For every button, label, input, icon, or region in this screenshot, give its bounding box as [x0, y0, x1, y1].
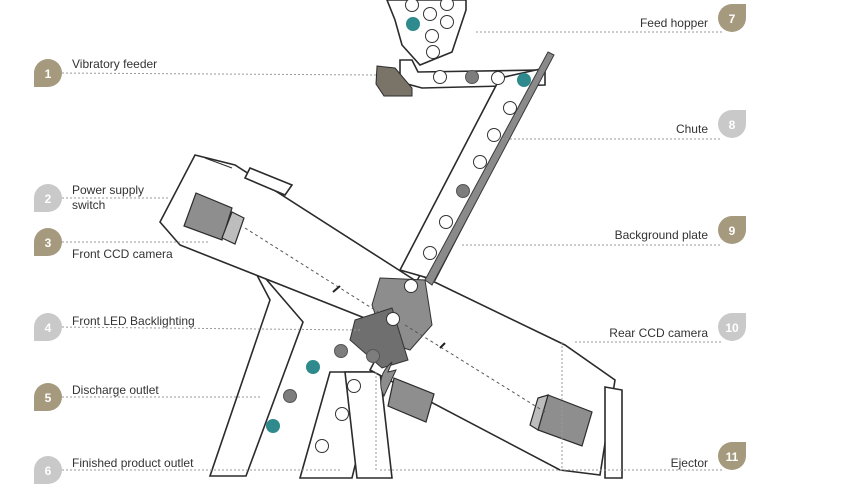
discharge-chute-left — [208, 257, 304, 477]
label-power-supply-switch: 2 Power supply switch — [34, 183, 144, 212]
label-text: Discharge outlet — [72, 383, 159, 397]
label-ejector: 11 Ejector — [671, 442, 746, 470]
background-plate — [424, 51, 555, 286]
inner-optics-block — [387, 377, 435, 423]
leader-lines — [57, 31, 722, 471]
label-text: Rear CCD camera — [609, 326, 708, 340]
front-ccd-camera — [183, 192, 233, 241]
sorter-machine — [159, 0, 623, 479]
label-feed-hopper: 7 Feed hopper — [640, 4, 746, 32]
label-text-line1: Power supply — [72, 183, 144, 197]
label-text: Ejector — [671, 456, 708, 470]
label-text-line2: switch — [72, 198, 105, 212]
label-text: Finished product outlet — [72, 456, 194, 470]
center-chute-wall — [344, 371, 393, 479]
label-vibratory-feeder: 1 Vibratory feeder — [34, 57, 157, 87]
label-text: Chute — [676, 122, 708, 136]
label-finished-product-outlet: 6 Finished product outlet — [34, 456, 194, 484]
badge-number: 2 — [45, 192, 52, 206]
badge-number: 11 — [726, 450, 739, 464]
badge-number: 1 — [45, 67, 52, 81]
label-text: Background plate — [615, 228, 709, 242]
badge-number: 10 — [725, 321, 739, 335]
badge-number: 6 — [45, 464, 52, 478]
label-front-led-backlighting: 4 Front LED Backlighting — [34, 313, 195, 341]
label-discharge-outlet: 5 Discharge outlet — [34, 383, 159, 411]
vibratory-feeder-motor — [375, 65, 413, 97]
label-text: Vibratory feeder — [72, 57, 157, 71]
badge-number: 3 — [45, 236, 52, 250]
badge-number: 7 — [729, 12, 736, 26]
label-background-plate: 9 Background plate — [615, 216, 746, 244]
label-rear-ccd-camera: 10 Rear CCD camera — [609, 313, 746, 341]
badge-number: 4 — [45, 321, 52, 335]
label-chute: 8 Chute — [676, 110, 746, 138]
front-housing-top-cap — [243, 166, 294, 196]
badge-number: 5 — [45, 391, 52, 405]
badge-number: 8 — [729, 118, 736, 132]
label-front-ccd-camera: 3 Front CCD camera — [34, 228, 173, 261]
label-text: Front LED Backlighting — [72, 314, 195, 328]
label-text: Front CCD camera — [72, 247, 173, 261]
badge-number: 9 — [729, 224, 736, 238]
ejector-body — [604, 386, 623, 479]
label-text: Feed hopper — [640, 16, 708, 30]
